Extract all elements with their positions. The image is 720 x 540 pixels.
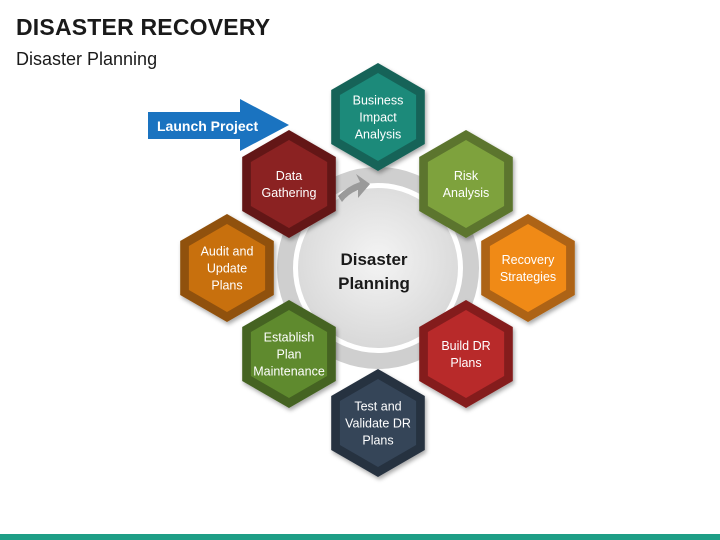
- step-label-line: Plans: [211, 279, 242, 293]
- step-label-line: Risk: [454, 169, 479, 183]
- step-label-line: Maintenance: [253, 365, 325, 379]
- step-label-line: Plans: [450, 356, 481, 370]
- step-label-line: Data: [276, 169, 302, 183]
- step-label-line: Business: [353, 94, 404, 108]
- step-label-line: Analysis: [355, 128, 402, 142]
- hexagon-fill: [427, 310, 505, 398]
- step-label-line: Build DR: [441, 339, 490, 353]
- hexagon-fill: [339, 379, 417, 467]
- page-subtitle: Disaster Planning: [16, 49, 158, 69]
- hexagon-fill: [339, 73, 417, 161]
- step-label-line: Establish: [264, 331, 315, 345]
- step-label-line: Audit and: [201, 245, 254, 259]
- launch-project-arrow: Launch Project: [148, 99, 289, 151]
- step-label-line: Strategies: [500, 270, 556, 284]
- step-label-line: Gathering: [262, 186, 317, 200]
- step-label-line: Update: [207, 262, 247, 276]
- cycle-arrow-icon: [338, 174, 370, 202]
- hexagon-fill: [489, 224, 567, 312]
- step-label-line: Plans: [362, 434, 393, 448]
- hexagon-fill: [188, 224, 266, 312]
- step-label-line: Impact: [359, 111, 397, 125]
- step-label-line: Plan: [276, 348, 301, 362]
- step-label-line: Analysis: [443, 186, 490, 200]
- step-label-line: Validate DR: [345, 417, 411, 431]
- center-label-line-2: Planning: [338, 274, 410, 293]
- hexagon-fill: [250, 140, 328, 228]
- launch-project-label: Launch Project: [157, 118, 258, 134]
- footer-accent-bar: [0, 534, 720, 540]
- hexagon-fill: [250, 310, 328, 398]
- center-label-line-1: Disaster: [340, 250, 407, 269]
- page-title: DISASTER RECOVERY: [16, 14, 271, 40]
- step-label-line: Test and: [354, 400, 401, 414]
- step-label-line: Recovery: [502, 253, 556, 267]
- center-ring: [277, 167, 479, 369]
- center-disc: [298, 188, 458, 348]
- step-hexagon-5: Build DR Plans: [419, 300, 513, 408]
- hexagon-fill: [427, 140, 505, 228]
